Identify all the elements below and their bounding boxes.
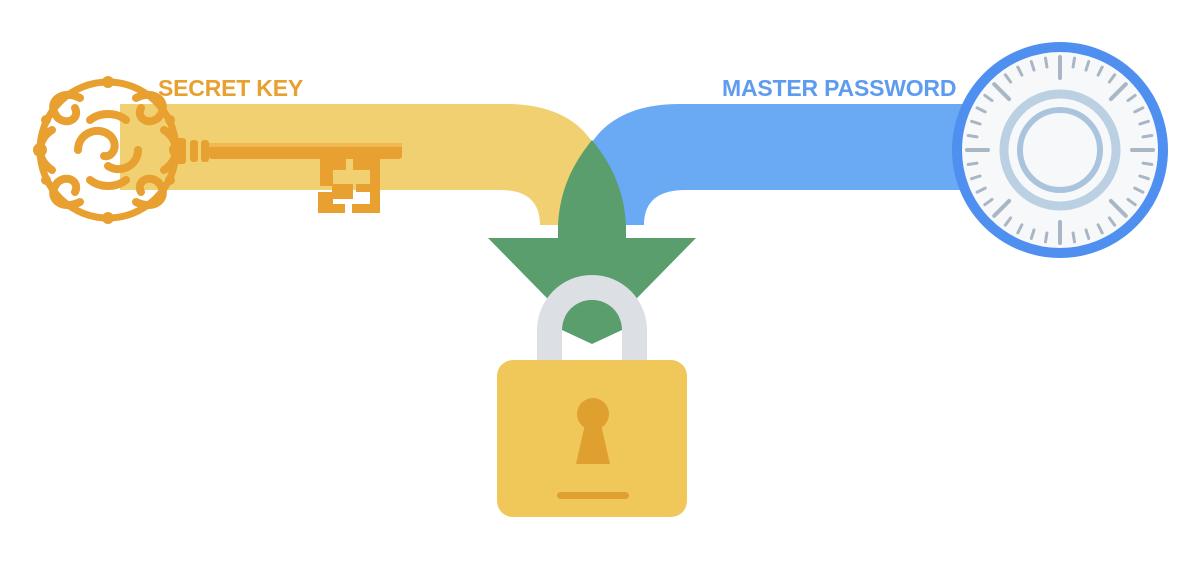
dial-tick	[1071, 231, 1076, 244]
master-password-label: MASTER PASSWORD	[722, 75, 957, 101]
dial-tick	[983, 93, 994, 103]
dial-tick	[1044, 231, 1049, 244]
dial-tick	[1107, 73, 1117, 84]
dial-tick	[1108, 198, 1128, 218]
dial-tick	[983, 197, 994, 207]
padlock-icon	[497, 360, 687, 517]
dial-tick	[1044, 56, 1049, 69]
dial-tick	[1084, 228, 1091, 240]
padlock-shackle	[537, 275, 647, 362]
dial-tick	[1126, 197, 1137, 207]
dial-tick	[1141, 134, 1154, 139]
dial-tick	[970, 119, 982, 126]
dial-tick	[992, 198, 1012, 218]
dial-tick	[1096, 65, 1104, 77]
dial-tick	[1133, 186, 1145, 194]
dial-tick	[1016, 65, 1024, 77]
dial-tick	[966, 134, 979, 139]
dial-tick	[966, 161, 979, 166]
dial-tick	[1071, 56, 1076, 69]
dial-tick	[1003, 216, 1013, 227]
dial-tick	[1003, 73, 1013, 84]
dial-tick	[1108, 82, 1128, 102]
dial-tick	[1096, 223, 1104, 235]
master-password-band	[572, 104, 1010, 225]
dial-tick	[1126, 93, 1137, 103]
secret-key-label: SECRET KEY	[158, 75, 303, 101]
dial-tick	[1029, 60, 1036, 72]
dial-tick	[1138, 119, 1150, 126]
dial-tick	[992, 82, 1012, 102]
dial-tick	[975, 106, 987, 114]
dial-tick	[1016, 223, 1024, 235]
dial-tick	[1138, 174, 1150, 181]
dial-tick	[1133, 106, 1145, 114]
combination-dial-icon	[952, 42, 1168, 258]
dial-tick	[1084, 60, 1091, 72]
dial-tick	[975, 186, 987, 194]
dial-tick	[1107, 216, 1117, 227]
ornate-key-icon	[33, 76, 402, 224]
dial-tick	[970, 174, 982, 181]
dial-tick	[1141, 161, 1154, 166]
merge-arrow	[488, 140, 696, 344]
dial-tick	[1029, 228, 1036, 240]
